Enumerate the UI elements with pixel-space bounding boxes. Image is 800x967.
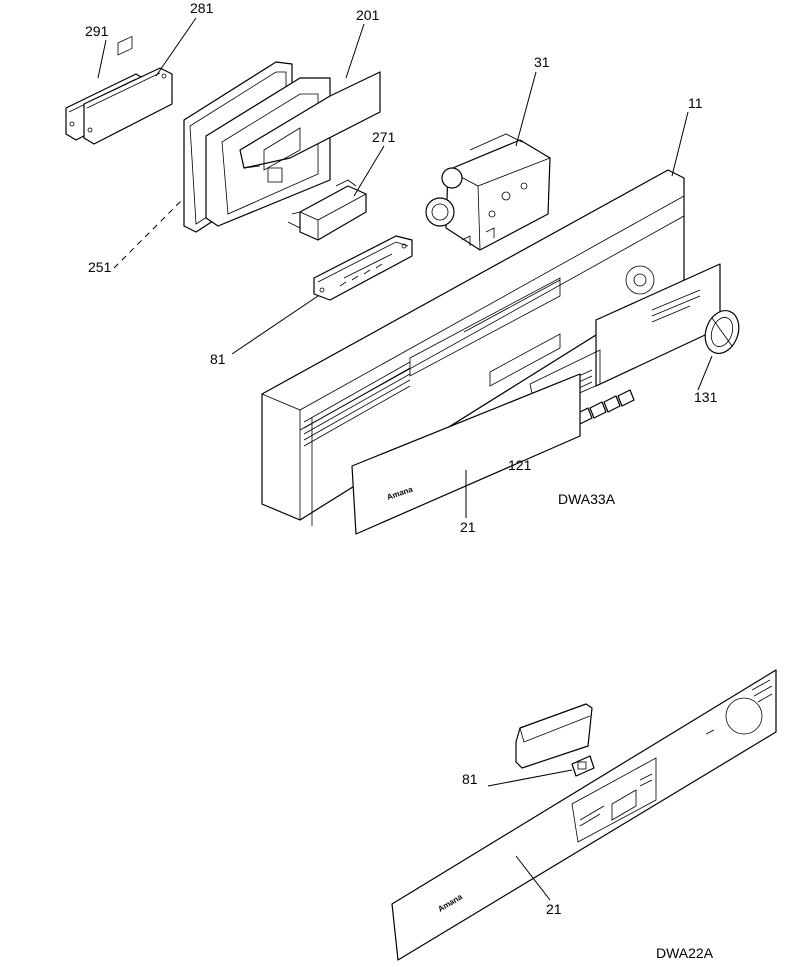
selector-buttons bbox=[575, 389, 635, 425]
callout-251: 251 bbox=[88, 259, 112, 275]
callout-121: 121 bbox=[508, 457, 532, 473]
callout-81: 81 bbox=[210, 351, 226, 367]
callout-11: 11 bbox=[688, 95, 703, 111]
part-11-control-panel bbox=[261, 169, 685, 526]
part-21-panel: Amana bbox=[391, 669, 777, 961]
part-131-knob bbox=[704, 310, 740, 354]
model-label-dwa22a: DWA22A bbox=[656, 945, 714, 961]
part-81-switch bbox=[313, 235, 413, 301]
part-21-nameplate: Amana bbox=[351, 373, 581, 535]
callout-81-bottom: 81 bbox=[462, 771, 478, 787]
callout-131: 131 bbox=[694, 389, 718, 405]
part-121-overlay bbox=[529, 263, 721, 431]
part-81-switch-bezel bbox=[515, 703, 595, 777]
leader-lines-top bbox=[97, 17, 713, 518]
part-281-plate bbox=[83, 35, 173, 145]
part-31-timer bbox=[425, 133, 551, 251]
callout-31: 31 bbox=[534, 54, 550, 70]
callout-281: 281 bbox=[190, 0, 214, 16]
part-201-housing bbox=[205, 71, 381, 227]
callout-201: 201 bbox=[356, 7, 380, 23]
leader-lines-bottom bbox=[487, 769, 573, 901]
part-271-capacitor bbox=[287, 179, 367, 241]
callout-21-bottom: 21 bbox=[546, 901, 562, 917]
diagram-dwa22a: Amana 81 21 DWA22A bbox=[391, 669, 777, 961]
model-label-dwa33a: DWA33A bbox=[558, 491, 616, 507]
callout-21: 21 bbox=[460, 519, 476, 535]
callout-291: 291 bbox=[85, 23, 109, 39]
callout-271: 271 bbox=[372, 129, 396, 145]
diagram-dwa33a: Amana 291 281 201 31 11 271 251 81 131 1… bbox=[65, 0, 740, 535]
